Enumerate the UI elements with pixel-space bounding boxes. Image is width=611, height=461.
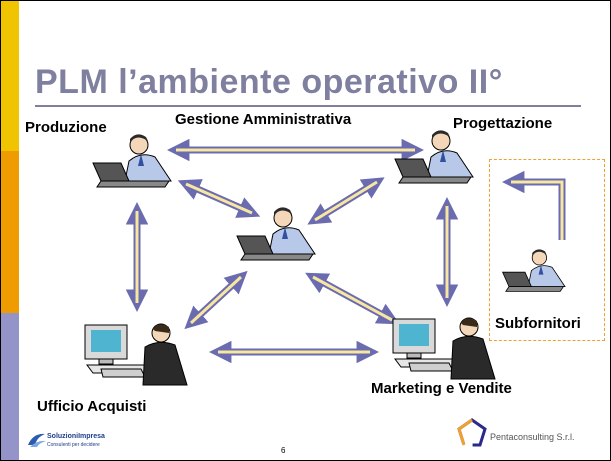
pentagon-logo-icon <box>457 418 487 447</box>
arrow-subfornitori-progettazione <box>502 170 566 240</box>
label-progettazione: Progettazione <box>453 115 553 132</box>
label-ufficio-acquisti: Ufficio Acquisti <box>37 398 147 415</box>
page-number: 6 <box>281 446 286 455</box>
wave-logo-icon <box>28 433 46 447</box>
accent-bar-orange <box>1 151 19 313</box>
label-gestione-amministrativa: Gestione Amministrativa <box>175 111 352 128</box>
accent-bar-yellow <box>1 1 19 151</box>
person-computer-icon <box>84 323 188 386</box>
arrow-progettazione-center <box>307 177 385 225</box>
arrow-center-acquisti <box>184 270 248 330</box>
slide-title: PLM l’ambiente operativo II° <box>35 63 503 101</box>
arrow-center-marketing <box>305 272 400 325</box>
person-laptop-icon <box>394 130 474 184</box>
title-rule <box>35 105 581 107</box>
logo-right-name: Pentaconsulting S.r.l. <box>490 432 575 442</box>
person-laptop-icon <box>92 134 172 188</box>
person-computer-icon <box>392 317 496 380</box>
arrow-produzione-center <box>177 179 261 218</box>
person-laptop-icon <box>501 249 566 292</box>
label-subfornitori: Subfornitori <box>495 315 581 332</box>
person-laptop-icon <box>236 207 316 261</box>
logo-left-name: SoluzioniImpresa <box>47 433 105 440</box>
soluzioni-impresa-logo: SoluzioniImpresa Consulenti per decidere <box>27 431 107 451</box>
label-marketing-vendite: Marketing e Vendite <box>371 380 512 397</box>
accent-bar-purple <box>1 313 19 460</box>
pentaconsulting-logo: Pentaconsulting S.r.l. <box>456 417 586 459</box>
subfornitori-box <box>489 159 605 341</box>
logo-left-tagline: Consulenti per decidere <box>47 442 100 448</box>
label-produzione: Produzione <box>25 119 107 136</box>
